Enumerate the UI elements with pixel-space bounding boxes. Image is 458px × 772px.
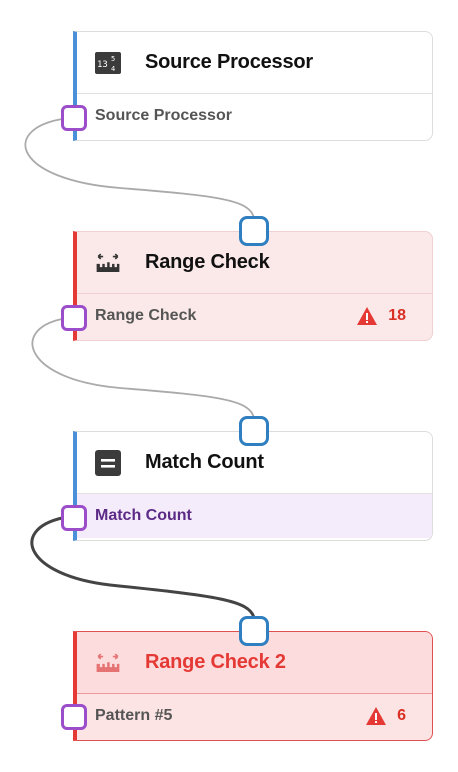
node-output-row[interactable]: Pattern #5 6 — [77, 694, 432, 738]
node-output-row[interactable]: Match Count — [77, 494, 432, 538]
warning-count: 18 — [388, 307, 406, 324]
warning-badge[interactable]: 6 — [365, 706, 406, 726]
node-title: Range Check — [145, 251, 270, 273]
svg-text:5: 5 — [111, 55, 115, 63]
input-port[interactable] — [239, 416, 269, 446]
output-port[interactable] — [61, 305, 87, 331]
output-label: Range Check — [95, 307, 197, 324]
ruler-range-icon — [95, 250, 121, 276]
warning-icon — [357, 307, 378, 325]
svg-text:13: 13 — [97, 60, 108, 70]
output-port[interactable] — [61, 505, 87, 531]
input-port[interactable] — [239, 616, 269, 646]
node-range-check-2[interactable]: Range Check 2 Pattern #5 6 — [73, 631, 433, 741]
node-title: Range Check 2 — [145, 651, 286, 673]
node-header[interactable]: 13 5 4 Source Processor — [77, 32, 432, 94]
equals-icon — [95, 449, 121, 476]
node-range-check[interactable]: Range Check Range Check 18 — [73, 231, 433, 341]
output-port[interactable] — [61, 704, 87, 730]
number-list-icon: 13 5 4 — [95, 50, 121, 76]
ruler-range-icon — [95, 650, 121, 676]
node-match-count[interactable]: Match Count Match Count — [73, 431, 433, 541]
node-output-row[interactable]: Source Processor — [77, 94, 432, 138]
output-port[interactable] — [61, 105, 87, 131]
warning-count: 6 — [397, 707, 406, 724]
output-label: Match Count — [95, 507, 192, 524]
node-header[interactable]: Range Check 2 — [77, 632, 432, 694]
output-label: Pattern #5 — [95, 707, 173, 724]
node-title: Match Count — [145, 451, 264, 473]
node-title: Source Processor — [145, 51, 313, 73]
warning-badge[interactable]: 18 — [356, 306, 406, 326]
node-output-row[interactable]: Range Check 18 — [77, 294, 432, 338]
input-port[interactable] — [239, 216, 269, 246]
output-label: Source Processor — [95, 107, 232, 124]
node-header[interactable]: Match Count — [77, 432, 432, 494]
node-source-processor[interactable]: 13 5 4 Source Processor Source Processor — [73, 31, 433, 141]
node-header[interactable]: Range Check — [77, 232, 432, 294]
warning-icon — [366, 707, 387, 725]
svg-text:4: 4 — [111, 65, 115, 73]
